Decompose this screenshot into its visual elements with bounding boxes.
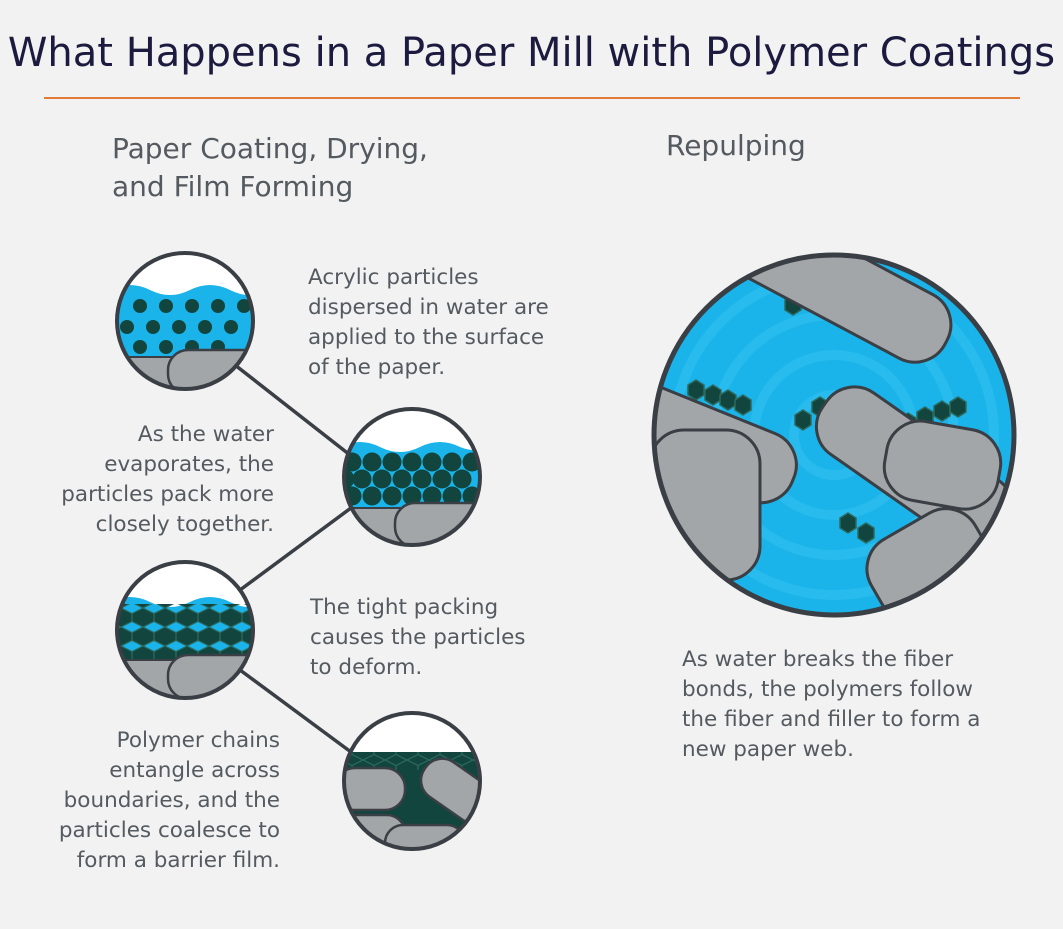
repulping-illustration bbox=[651, 252, 1017, 618]
step-4-line-3: boundaries, and the bbox=[63, 788, 280, 813]
repulping-line-4: new paper web. bbox=[682, 737, 854, 762]
step-4-line-4: particles coalesce to bbox=[58, 818, 280, 843]
step-4-line-1: Polymer chains bbox=[116, 728, 280, 753]
step-1-line-2: dispersed in water are bbox=[308, 295, 549, 320]
step-1-caption: Acrylic particles dispersed in water are… bbox=[308, 263, 549, 383]
title-divider bbox=[44, 97, 1020, 99]
repulping-caption: As water breaks the fiber bonds, the pol… bbox=[682, 645, 980, 765]
repulping-line-3: the fiber and filler to form a bbox=[682, 707, 981, 732]
step-2-line-3: particles pack more bbox=[61, 482, 274, 507]
repulping-line-2: bonds, the polymers follow bbox=[682, 677, 974, 702]
step-2-line-2: evaporates, the bbox=[104, 452, 274, 477]
step-1-line-4: of the paper. bbox=[308, 355, 446, 380]
stage-3-deformed-particles bbox=[115, 560, 255, 700]
step-4-caption: Polymer chains entangle across boundarie… bbox=[20, 726, 280, 876]
step-4-line-5: form a barrier film. bbox=[76, 848, 280, 873]
stage-1-dispersed-particles bbox=[115, 251, 255, 391]
right-heading: Repulping bbox=[666, 129, 806, 162]
page-title: What Happens in a Paper Mill with Polyme… bbox=[7, 30, 1056, 76]
step-1-line-3: applied to the surface bbox=[308, 325, 545, 350]
repulping-line-1: As water breaks the fiber bbox=[682, 647, 954, 672]
step-3-line-2: causes the particles bbox=[310, 625, 526, 650]
stage-4-barrier-film bbox=[342, 711, 482, 851]
step-3-line-1: The tight packing bbox=[310, 595, 499, 620]
step-2-caption: As the water evaporates, the particles p… bbox=[20, 420, 274, 540]
left-heading-line-1: Paper Coating, Drying, bbox=[112, 132, 428, 165]
step-4-line-2: entangle across bbox=[109, 758, 280, 783]
step-2-line-4: closely together. bbox=[95, 512, 274, 537]
stage-2-packed-particles bbox=[342, 407, 482, 547]
step-3-line-3: to deform. bbox=[310, 655, 423, 680]
left-heading-line-2: and Film Forming bbox=[112, 170, 354, 203]
connector-lines bbox=[233, 363, 357, 757]
step-3-caption: The tight packing causes the particles t… bbox=[310, 593, 526, 683]
left-heading: Paper Coating, Drying, and Film Forming bbox=[112, 130, 428, 206]
step-2-line-1: As the water bbox=[137, 422, 274, 447]
step-1-line-1: Acrylic particles bbox=[308, 265, 479, 290]
